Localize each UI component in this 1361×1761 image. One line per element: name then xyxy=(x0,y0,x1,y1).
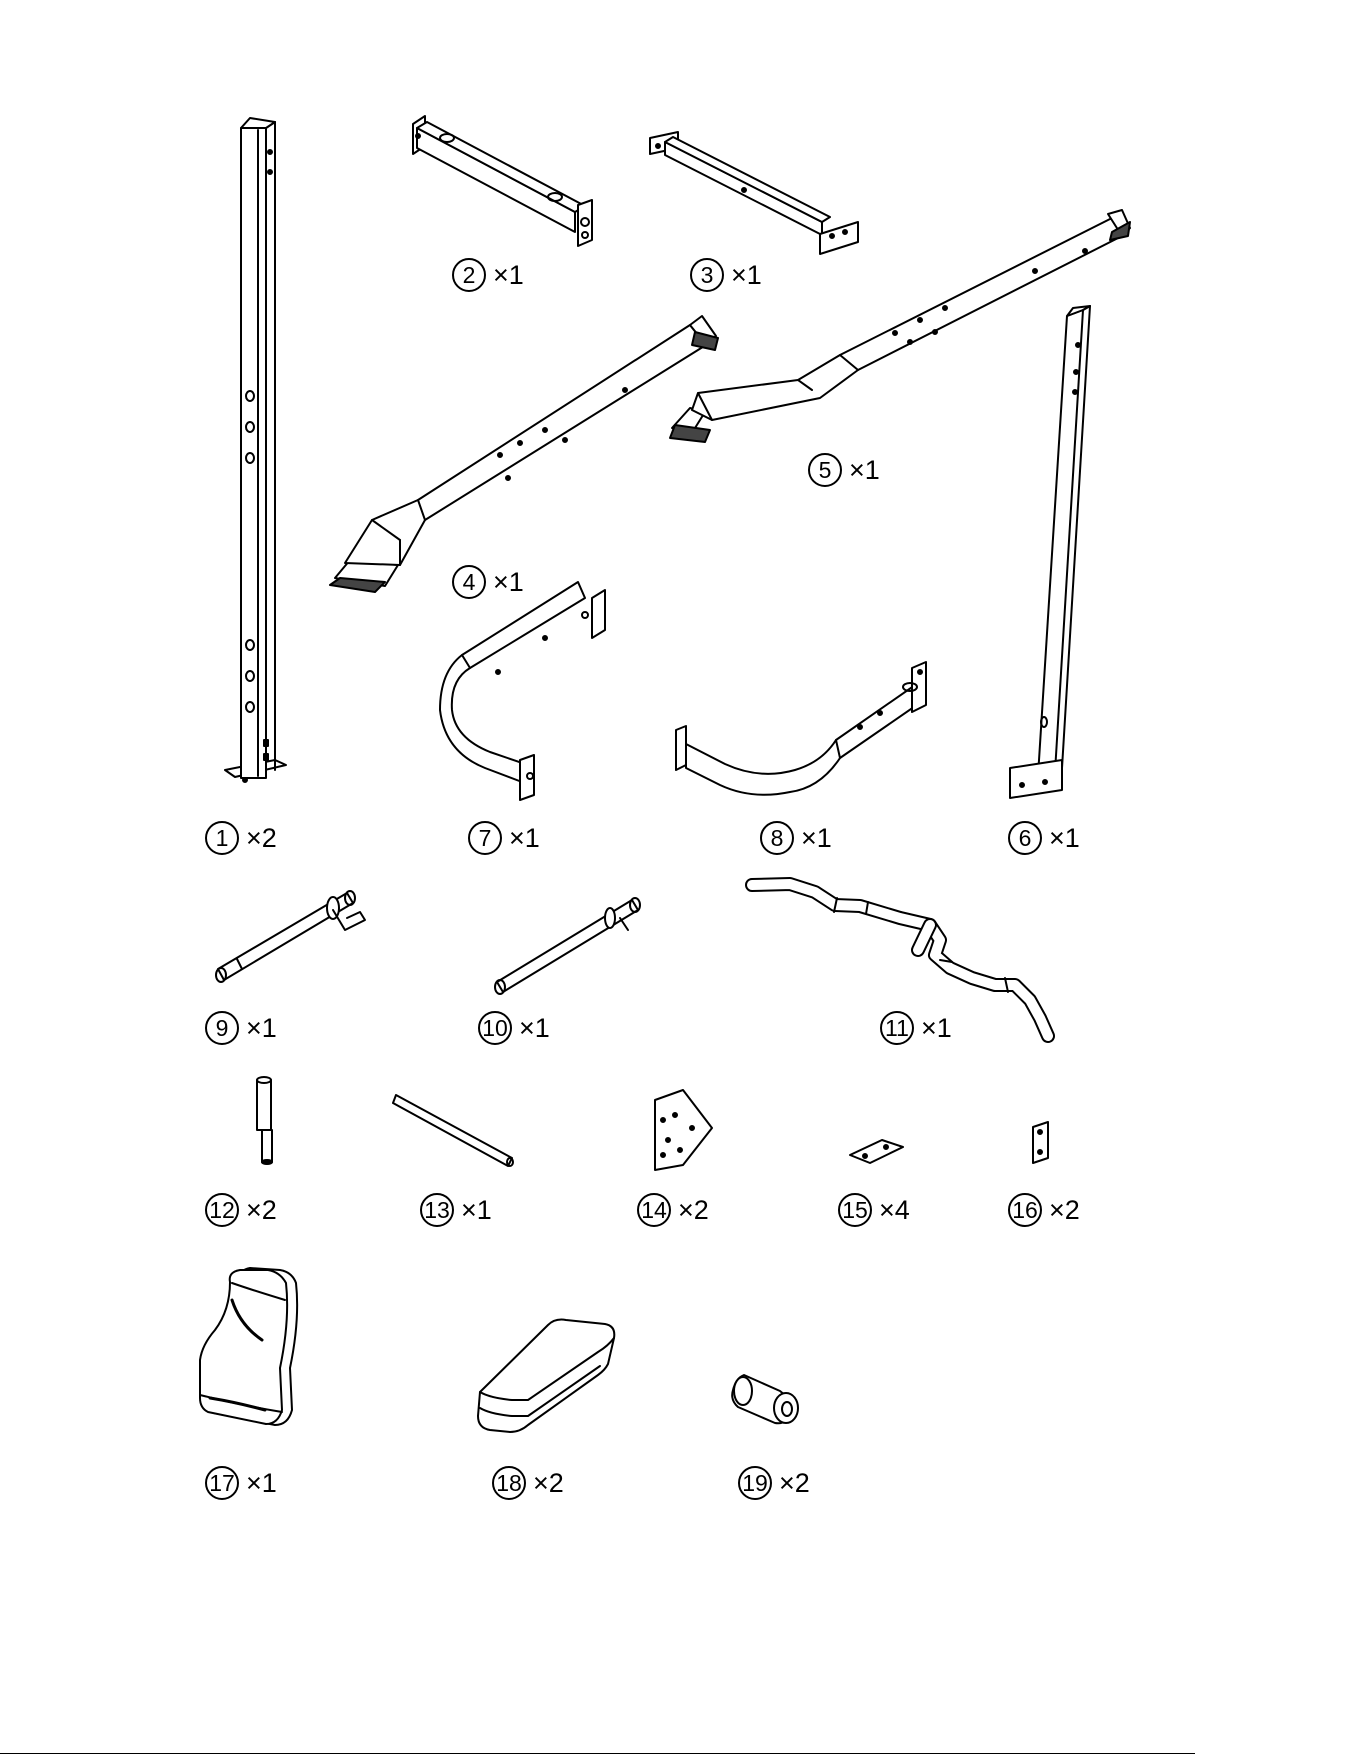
part-number: 18 xyxy=(492,1466,526,1500)
part-quantity: ×2 xyxy=(533,1470,564,1497)
part-number: 19 xyxy=(738,1466,772,1500)
part-number: 5 xyxy=(808,453,842,487)
part-19-roller-pad xyxy=(732,1375,798,1423)
part-number: 14 xyxy=(637,1193,671,1227)
part-quantity: ×1 xyxy=(731,262,762,289)
part-label-10: 10 ×1 xyxy=(478,1008,550,1048)
footer-rule xyxy=(0,1753,1195,1754)
part-quantity: ×2 xyxy=(1049,1197,1080,1224)
part-label-5: 5 ×1 xyxy=(808,450,880,490)
part-quantity: ×2 xyxy=(678,1197,709,1224)
part-quantity: ×1 xyxy=(246,1015,277,1042)
part-number: 1 xyxy=(205,821,239,855)
part-4-base-rail xyxy=(330,316,718,592)
part-quantity: ×1 xyxy=(461,1197,492,1224)
part-number: 2 xyxy=(452,258,486,292)
part-9-latch-pin xyxy=(216,891,365,982)
part-number: 16 xyxy=(1008,1193,1042,1227)
part-3-cross-bar xyxy=(650,132,858,254)
part-15-flat-plate xyxy=(850,1140,903,1163)
part-number: 12 xyxy=(205,1193,239,1227)
part-number: 8 xyxy=(760,821,794,855)
part-label-13: 13 ×1 xyxy=(420,1190,492,1230)
part-label-9: 9 ×1 xyxy=(205,1008,277,1048)
part-12-short-pin xyxy=(257,1077,272,1164)
part-quantity: ×1 xyxy=(849,457,880,484)
part-quantity: ×1 xyxy=(246,1470,277,1497)
part-quantity: ×1 xyxy=(519,1015,550,1042)
part-18-seat-pad xyxy=(478,1320,614,1432)
part-number: 17 xyxy=(205,1466,239,1500)
part-label-14: 14 ×2 xyxy=(637,1190,709,1230)
part-10-pin xyxy=(495,898,640,994)
part-14-gusset-plate xyxy=(655,1090,712,1170)
part-number: 13 xyxy=(420,1193,454,1227)
part-label-18: 18 ×2 xyxy=(492,1463,564,1503)
part-label-2: 2 ×1 xyxy=(452,255,524,295)
part-quantity: ×1 xyxy=(509,825,540,852)
part-number: 9 xyxy=(205,1011,239,1045)
part-13-rod xyxy=(393,1095,513,1166)
part-quantity: ×1 xyxy=(493,569,524,596)
part-label-8: 8 ×1 xyxy=(760,818,832,858)
part-number: 6 xyxy=(1008,821,1042,855)
part-quantity: ×2 xyxy=(246,825,277,852)
part-number: 7 xyxy=(468,821,502,855)
part-quantity: ×1 xyxy=(921,1015,952,1042)
part-quantity: ×1 xyxy=(1049,825,1080,852)
part-label-12: 12 ×2 xyxy=(205,1190,277,1230)
part-label-19: 19 ×2 xyxy=(738,1463,810,1503)
part-label-4: 4 ×1 xyxy=(452,562,524,602)
part-7-curved-frame xyxy=(440,582,605,800)
part-label-11: 11 ×1 xyxy=(880,1008,952,1048)
part-8-curved-frame xyxy=(676,662,926,795)
part-quantity: ×1 xyxy=(801,825,832,852)
part-quantity: ×2 xyxy=(246,1197,277,1224)
part-label-1: 1 ×2 xyxy=(205,818,277,858)
part-number: 4 xyxy=(452,565,486,599)
part-label-16: 16 ×2 xyxy=(1008,1190,1080,1230)
part-label-7: 7 ×1 xyxy=(468,818,540,858)
part-17-back-pad xyxy=(200,1268,297,1425)
part-number: 10 xyxy=(478,1011,512,1045)
part-label-3: 3 ×1 xyxy=(690,255,762,295)
part-16-upright-plate xyxy=(1033,1122,1048,1163)
part-label-15: 15 ×4 xyxy=(838,1190,910,1230)
part-6-angled-upright xyxy=(1010,306,1090,798)
part-quantity: ×4 xyxy=(879,1197,910,1224)
part-quantity: ×2 xyxy=(779,1470,810,1497)
part-number: 15 xyxy=(838,1193,872,1227)
part-number: 11 xyxy=(880,1011,914,1045)
part-quantity: ×1 xyxy=(493,262,524,289)
part-label-6: 6 ×1 xyxy=(1008,818,1080,858)
part-2-bracket-bar xyxy=(413,116,592,246)
part-1-upright-post xyxy=(225,118,286,782)
part-number: 3 xyxy=(690,258,724,292)
part-label-17: 17 ×1 xyxy=(205,1463,277,1503)
